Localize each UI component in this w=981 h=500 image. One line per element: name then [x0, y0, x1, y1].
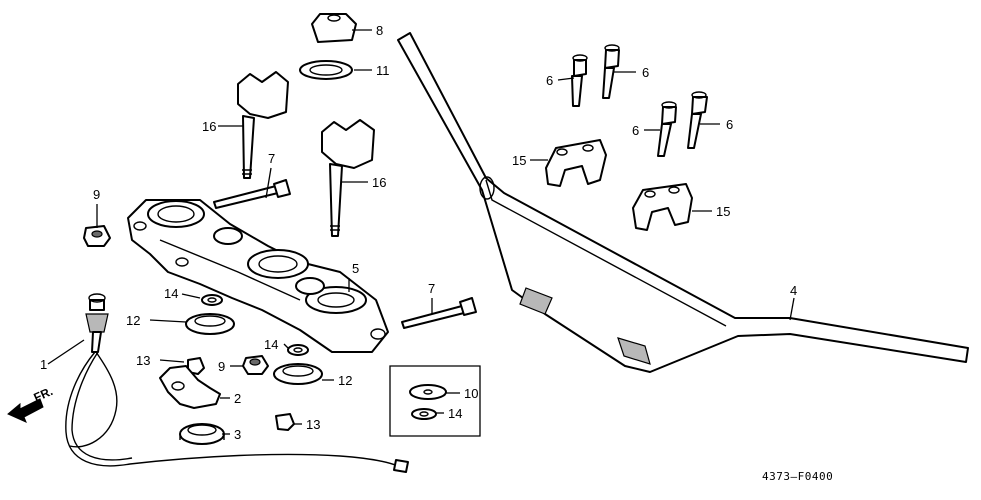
callout-9: 9	[93, 187, 100, 202]
choke-cable	[65, 293, 409, 473]
callout-14: 14	[264, 337, 278, 352]
callout-2: 2	[234, 391, 241, 406]
choke-holder	[179, 423, 225, 445]
handlebar-bolt	[602, 44, 620, 99]
callout-12: 12	[338, 373, 352, 388]
callout-16: 16	[372, 175, 386, 190]
callout-16: 16	[202, 119, 216, 134]
callout-14: 14	[448, 406, 462, 421]
callout-14: 14	[164, 286, 178, 301]
handlebar-pipe	[397, 32, 969, 373]
lower-holder	[237, 71, 289, 179]
flange-nut	[83, 225, 111, 247]
callout-4: 4	[790, 283, 797, 298]
callout-6: 6	[632, 123, 639, 138]
handlebar-bolt	[571, 54, 588, 107]
callout-labels: 8 11 16 7 16 9 5 14 12 7 1 14 9 12 13 2 …	[40, 23, 797, 442]
callout-5: 5	[352, 261, 359, 276]
stem-washer	[299, 60, 353, 80]
callout-12: 12	[126, 313, 140, 328]
callout-9: 9	[218, 359, 225, 374]
callout-1: 1	[40, 357, 47, 372]
callout-15: 15	[716, 204, 730, 219]
small-washer	[287, 344, 309, 356]
holder-bolt	[213, 179, 291, 209]
small-nut	[275, 413, 295, 431]
callout-15: 15	[512, 153, 526, 168]
rubber-cushion	[273, 363, 323, 385]
inset-box	[389, 365, 481, 437]
callout-13: 13	[136, 353, 150, 368]
callout-7: 7	[428, 281, 435, 296]
callout-6: 6	[642, 65, 649, 80]
handlebar-bolt	[657, 101, 677, 157]
callout-11: 11	[376, 63, 390, 78]
lower-holder	[321, 119, 375, 237]
callout-6: 6	[546, 73, 553, 88]
callout-13: 13	[306, 417, 320, 432]
diagram-code: 4373–F0400	[762, 470, 833, 483]
flange-nut	[242, 355, 269, 375]
choke-lever	[159, 365, 221, 409]
callout-6: 6	[726, 117, 733, 132]
holder-bolt	[401, 297, 477, 329]
upper-holder	[632, 183, 693, 231]
front-arrow: FR.	[7, 384, 55, 423]
leader-lines	[47, 29, 795, 435]
callout-7: 7	[268, 151, 275, 166]
callout-3: 3	[234, 427, 241, 442]
stem-nut	[311, 13, 357, 43]
front-arrow-label: FR.	[32, 384, 55, 405]
callout-10: 10	[464, 386, 478, 401]
handlebar-bolt	[687, 91, 708, 149]
upper-holder	[545, 139, 607, 187]
callout-8: 8	[376, 23, 383, 38]
small-washer	[201, 294, 223, 306]
top-bridge	[127, 199, 389, 353]
rubber-cushion	[185, 313, 235, 335]
